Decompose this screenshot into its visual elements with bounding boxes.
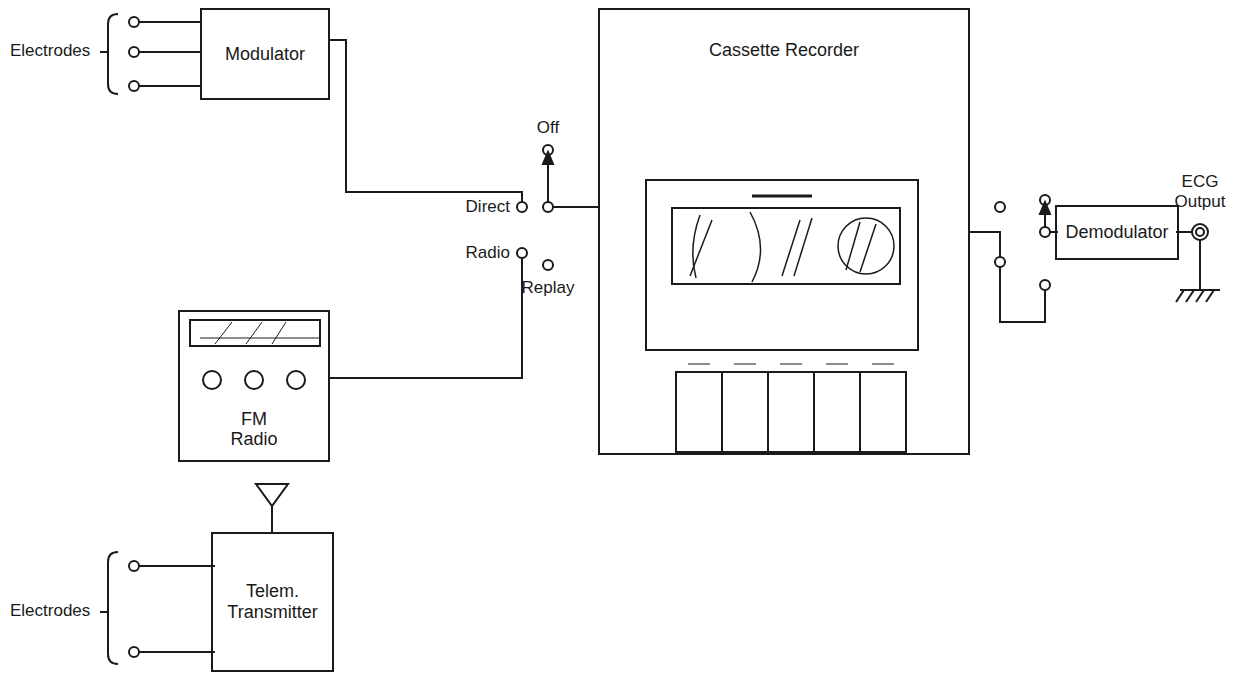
electrodes-label: Electrodes xyxy=(10,41,90,61)
switch-position: Direct xyxy=(466,197,510,217)
node-label: Cassette Recorder xyxy=(705,40,863,61)
wire xyxy=(970,232,1045,322)
recorder-housing: Cassette Recorder xyxy=(598,8,970,455)
key-button xyxy=(676,372,722,452)
wire xyxy=(330,40,522,202)
output-jack xyxy=(1176,224,1220,302)
cassette-window xyxy=(646,180,918,452)
node-label: Telem. Transmitter xyxy=(216,581,329,622)
radio-box: FM Radio xyxy=(178,310,330,462)
switch-position: Off xyxy=(537,118,559,138)
wire xyxy=(330,258,522,378)
radio-front xyxy=(190,320,320,389)
output-switch xyxy=(995,195,1058,290)
node-label: Modulator xyxy=(221,44,309,65)
key-button xyxy=(814,372,860,452)
selector-switch xyxy=(517,145,598,270)
key-button xyxy=(860,372,906,452)
key-button xyxy=(768,372,814,452)
electrode-leads xyxy=(100,552,215,664)
key-button xyxy=(722,372,768,452)
demodulator-box: Demodulator xyxy=(1055,205,1178,260)
node-label: Demodulator xyxy=(1061,222,1172,243)
switch-position: Radio xyxy=(466,243,510,263)
electrode-leads xyxy=(100,14,200,94)
output-label: ECG Output xyxy=(1169,172,1231,211)
antenna xyxy=(256,484,288,532)
node-label: FM Radio xyxy=(215,409,293,450)
switch-position: Replay xyxy=(522,278,575,298)
transmitter-box: Telem. Transmitter xyxy=(211,532,334,672)
electrodes-label: Electrodes xyxy=(10,601,90,621)
modulator-box: Modulator xyxy=(200,8,330,100)
